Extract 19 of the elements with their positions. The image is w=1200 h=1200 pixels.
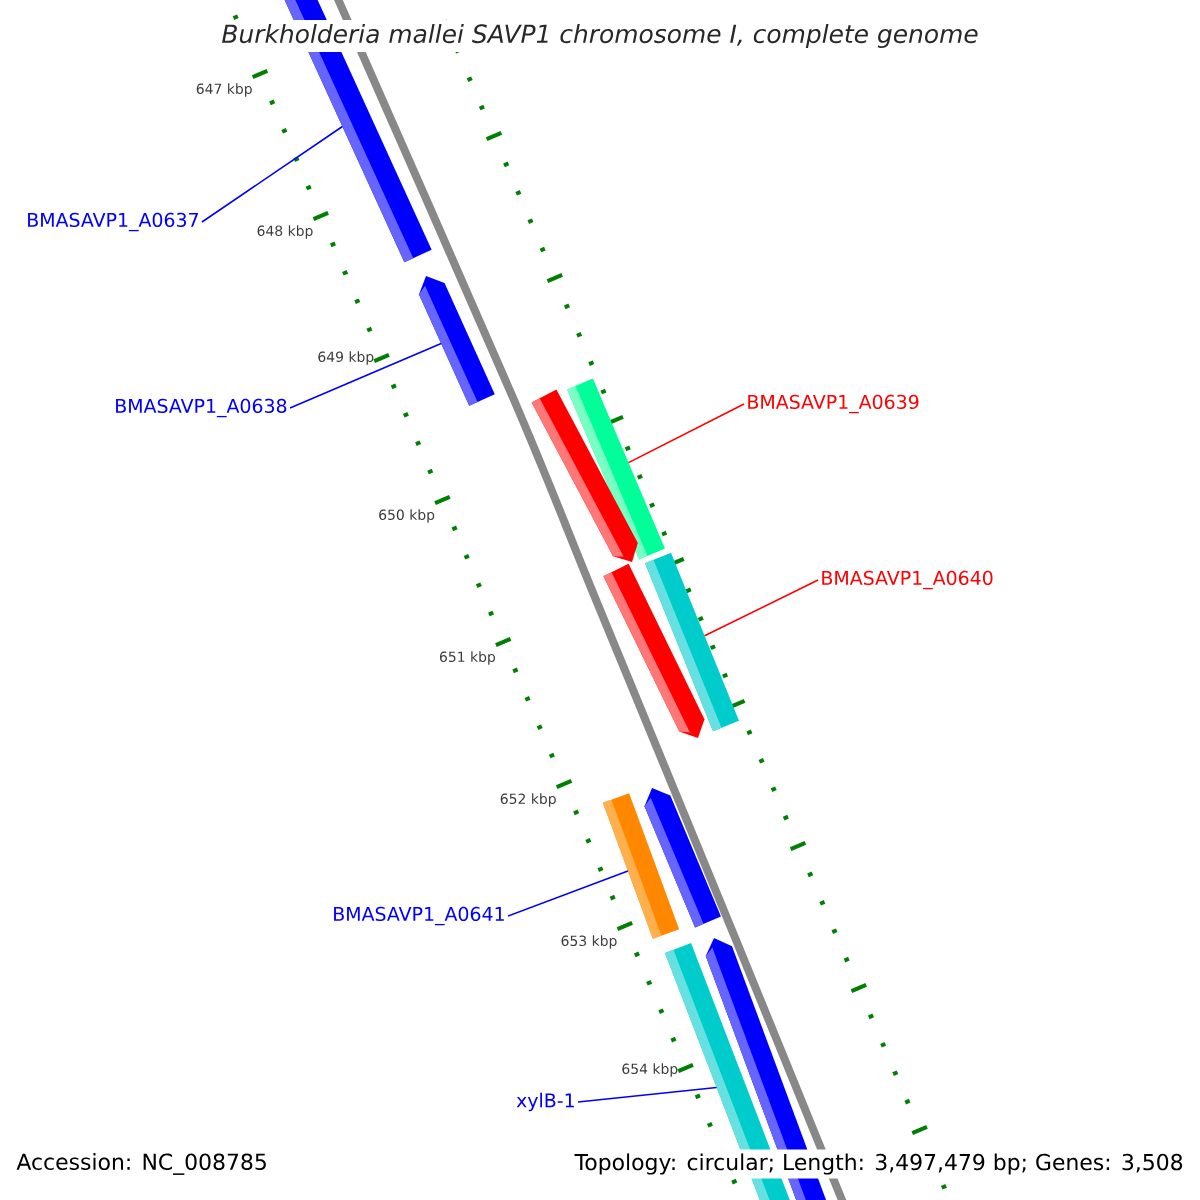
gene-block <box>419 276 495 406</box>
gene-label: BMASAVP1_A0638 <box>116 398 287 418</box>
gene-block <box>531 389 638 562</box>
leader-line <box>289 342 442 409</box>
gene-label: BMASAVP1_A0637 <box>28 212 198 232</box>
topology-text: Topology: circular; Length: 3,497,479 bp; Genes: 3,508 <box>570 1149 1188 1179</box>
gene-label: BMASAVP1_A0639 <box>748 394 919 414</box>
leader-line <box>627 403 745 464</box>
gene-block <box>644 788 721 928</box>
gene-label: BMASAVP1_A0641 <box>334 906 504 926</box>
leader-line <box>577 1086 718 1103</box>
gene-block <box>603 563 705 738</box>
leader-line <box>507 870 629 917</box>
leader-line <box>201 125 344 223</box>
accession-text: Accession: NC_008785 <box>12 1149 272 1179</box>
leader-line <box>703 579 819 637</box>
gene-label: xylB-1 <box>516 1092 574 1112</box>
gene-label: BMASAVP1_A0640 <box>822 570 993 590</box>
title: Burkholderia mallei SAVP1 chromosome I, complete genome <box>217 19 983 53</box>
